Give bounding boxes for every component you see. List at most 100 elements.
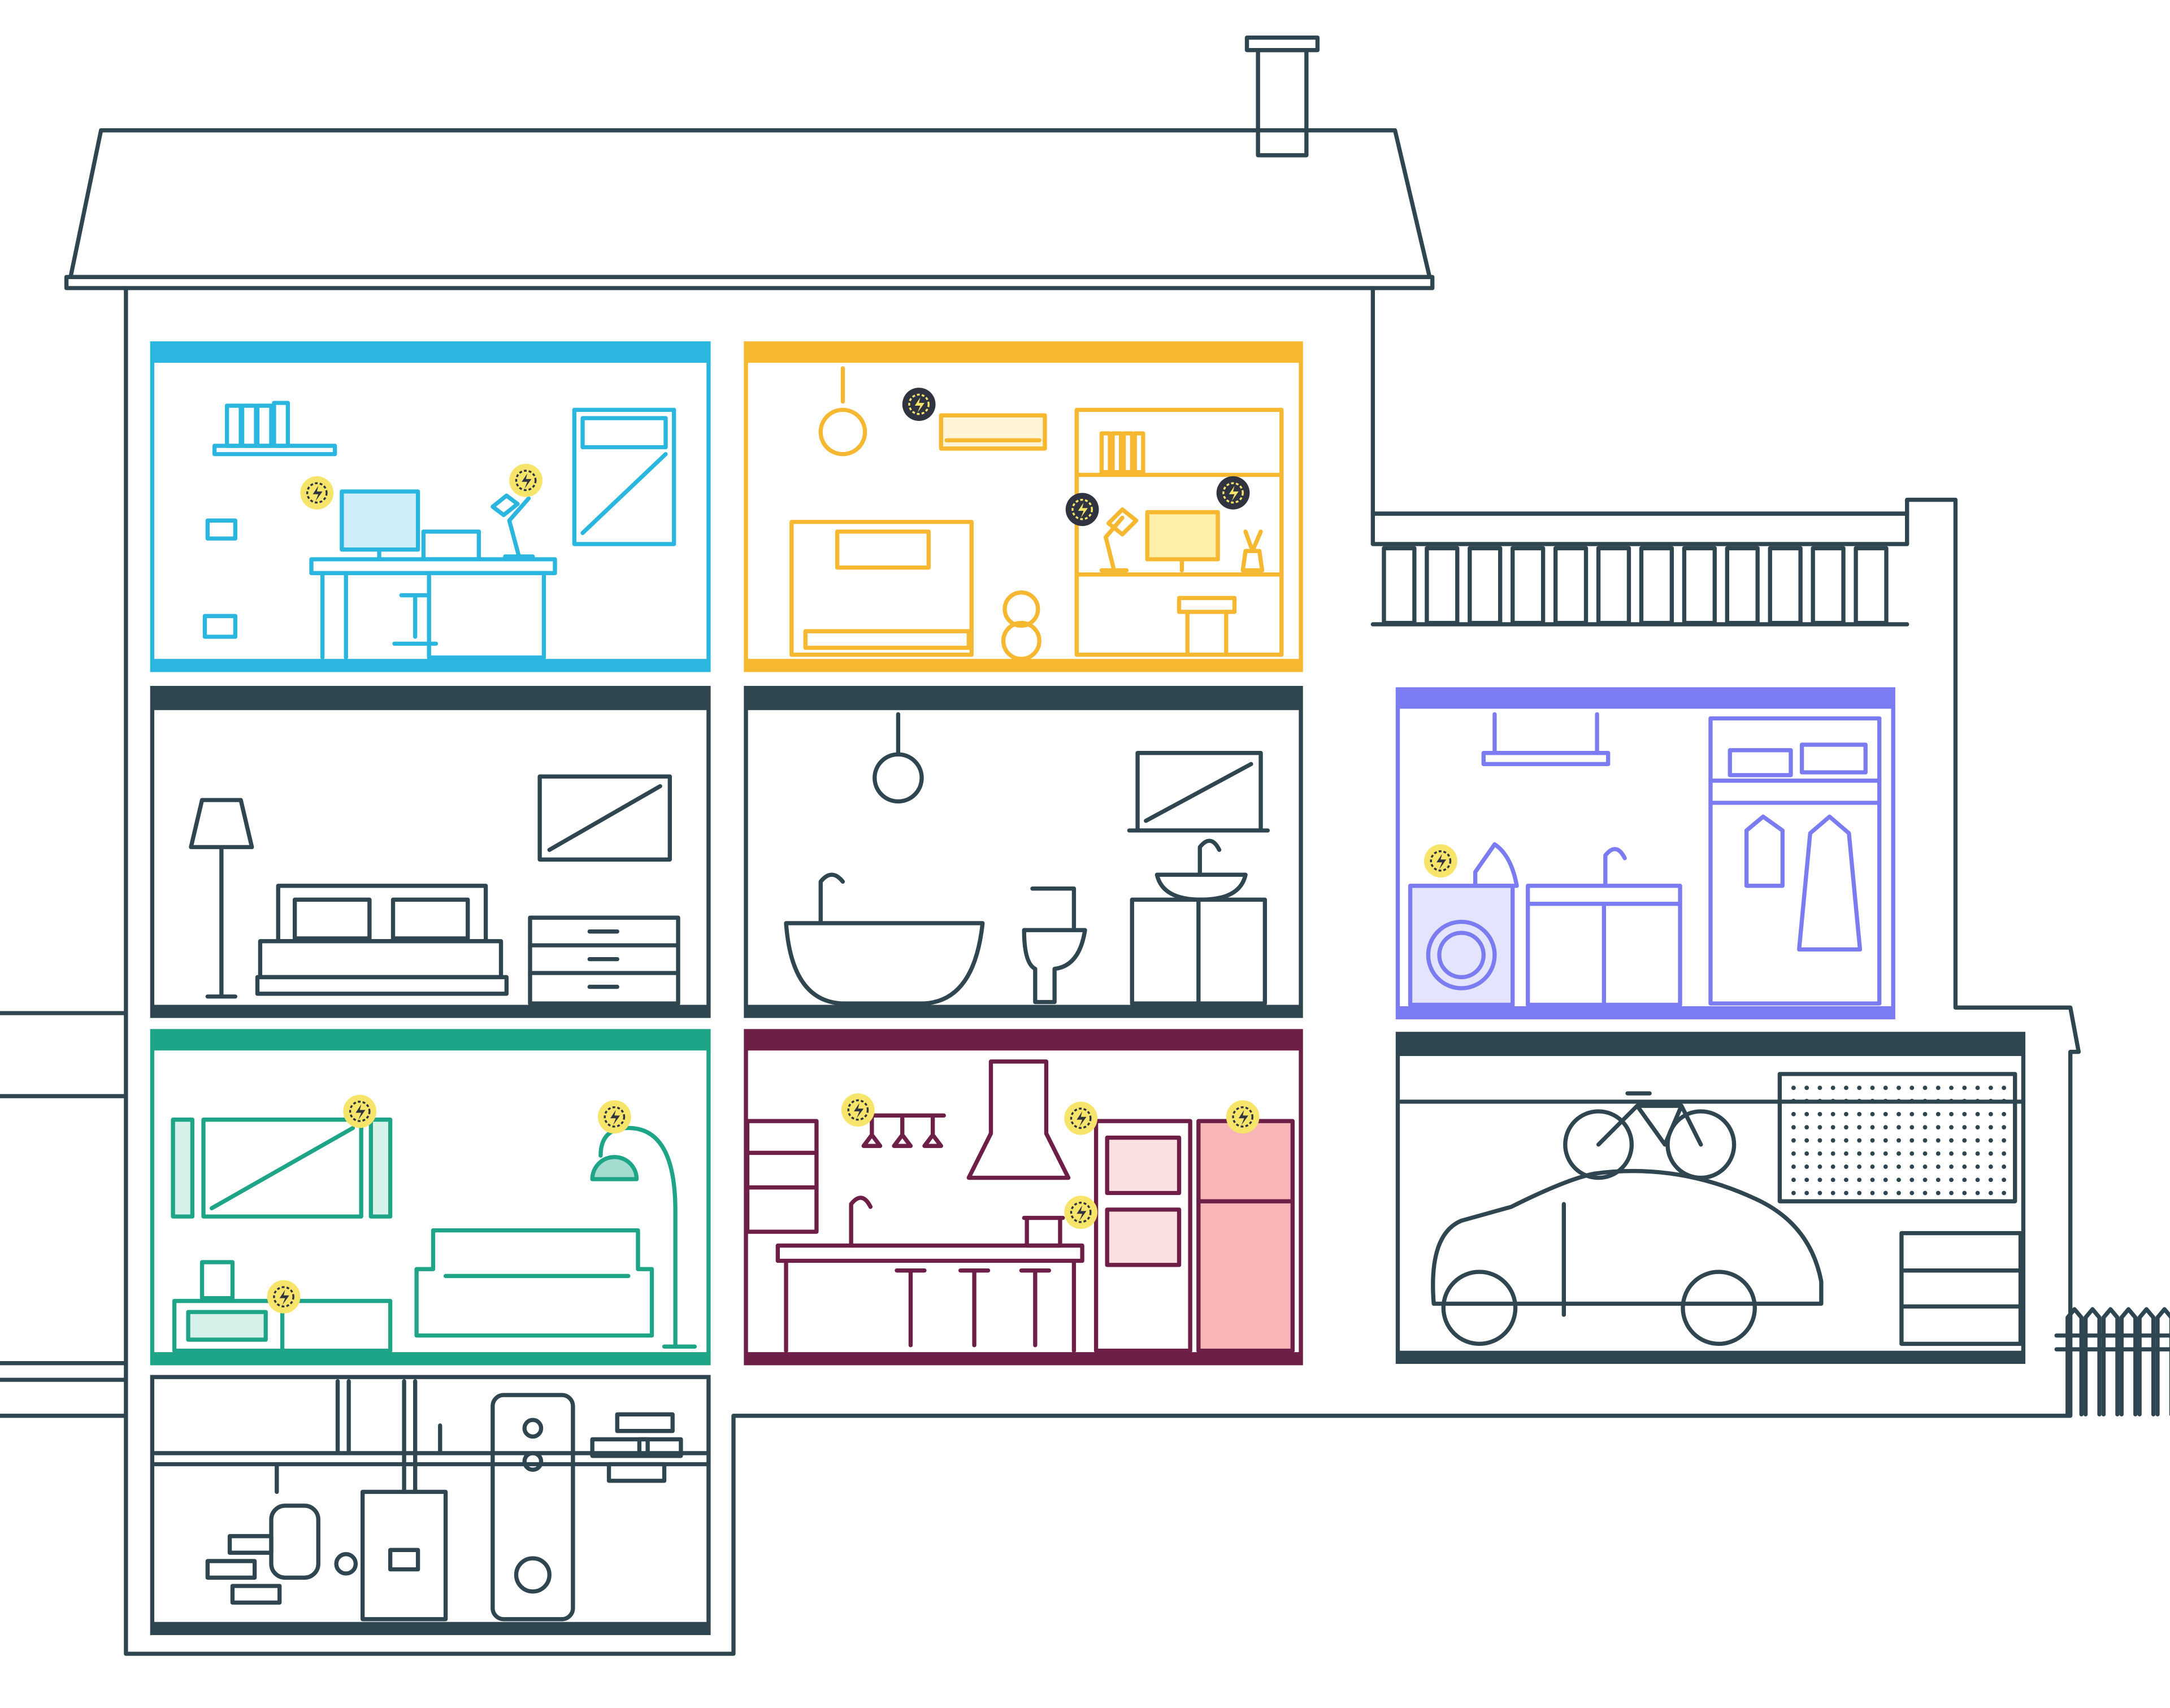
picket — [2083, 1307, 2102, 1417]
kids-bed — [789, 520, 974, 657]
peg-hole — [1922, 1177, 1928, 1183]
peg-hole — [1857, 1190, 1862, 1196]
plug-bolt-icon[interactable] — [509, 463, 542, 497]
peg-hole — [1909, 1138, 1915, 1143]
office-chair — [421, 529, 481, 562]
boiler — [360, 1489, 448, 1622]
peg-hole — [1870, 1164, 1875, 1169]
picket — [2119, 1307, 2138, 1417]
plug-bolt-icon[interactable] — [267, 1280, 301, 1314]
peg-hole — [1962, 1085, 1967, 1090]
peg-hole — [1962, 1190, 1967, 1196]
sink-bowl — [1155, 872, 1248, 902]
plug-bolt-icon[interactable] — [841, 1093, 875, 1127]
peg-hole — [1935, 1164, 1941, 1169]
peg-hole — [1830, 1190, 1835, 1196]
desk-lamp — [491, 493, 535, 559]
sofa — [414, 1228, 654, 1338]
garage — [1395, 1032, 2026, 1364]
peg-hole — [1857, 1151, 1862, 1156]
pipes — [275, 1379, 442, 1494]
peg-hole — [1975, 1151, 1980, 1156]
peg-hole — [1922, 1138, 1928, 1143]
pegboard — [1777, 1072, 2017, 1203]
oven-tower — [1093, 1119, 1192, 1353]
plug-bolt-icon[interactable] — [1064, 1196, 1098, 1229]
fence-pickets — [2065, 1307, 2170, 1417]
plug-bolt-icon[interactable] — [1226, 1100, 1260, 1134]
peg-hole — [1804, 1151, 1809, 1156]
peg-hole — [1844, 1138, 1848, 1143]
roof — [68, 128, 1432, 279]
laundry-furniture — [1408, 712, 1882, 1007]
kitchen-faucet — [849, 1196, 873, 1248]
plug-bolt-icon[interactable] — [1216, 476, 1250, 510]
bed — [258, 939, 504, 980]
peg-hole — [2002, 1125, 2007, 1130]
plug-bolt-icon[interactable] — [343, 1094, 377, 1128]
peg-hole — [1909, 1098, 1915, 1103]
peg-hole — [1844, 1177, 1848, 1183]
peg-hole — [1988, 1138, 1993, 1143]
peg-hole — [1896, 1085, 1901, 1090]
peg-hole — [1883, 1111, 1888, 1116]
plug-bolt-icon[interactable] — [1065, 493, 1099, 527]
basement-floor — [152, 1622, 709, 1633]
wall-picture — [537, 774, 672, 862]
peg-hole — [2002, 1111, 2007, 1116]
floor-socket — [202, 614, 237, 639]
garage-floor — [1398, 1350, 2024, 1362]
baluster — [1596, 546, 1631, 625]
peg-hole — [1870, 1098, 1875, 1103]
plug-bolt-icon[interactable] — [1424, 844, 1457, 878]
peg-hole — [1883, 1098, 1888, 1103]
pendant-lights — [858, 1113, 946, 1148]
plug-bolt-icon[interactable] — [902, 388, 936, 421]
peg-hole — [1791, 1085, 1796, 1090]
peg-hole — [1870, 1111, 1875, 1116]
peg-hole — [1949, 1125, 1954, 1130]
peg-hole — [1830, 1177, 1835, 1183]
peg-hole — [1804, 1111, 1809, 1116]
peg-hole — [1883, 1085, 1888, 1090]
peg-hole — [1935, 1098, 1941, 1103]
peg-hole — [1949, 1190, 1954, 1196]
peg-hole — [1975, 1125, 1980, 1130]
computer-monitor — [340, 489, 420, 552]
peg-hole — [1896, 1098, 1901, 1103]
peg-hole — [1922, 1190, 1928, 1196]
plug-bolt-icon[interactable] — [597, 1100, 631, 1134]
peg-hole — [1935, 1190, 1941, 1196]
bathroom — [744, 685, 1303, 1018]
plug-bolt-icon[interactable] — [1064, 1101, 1098, 1135]
peg-hole — [1949, 1177, 1954, 1183]
kitchen-furniture — [745, 1059, 1295, 1353]
peg-hole — [2002, 1151, 2007, 1156]
peg-hole — [1791, 1177, 1796, 1183]
peg-hole — [1804, 1125, 1809, 1130]
kitchen-floor — [746, 1352, 1301, 1363]
plug-bolt-icon[interactable] — [300, 476, 334, 510]
peg-hole — [1870, 1190, 1875, 1196]
laundry-room-header-bar — [1398, 689, 1894, 709]
peg-hole — [1804, 1177, 1809, 1183]
peg-hole — [1896, 1164, 1901, 1169]
bookcase — [1074, 407, 1284, 657]
peg-hole — [1817, 1098, 1822, 1103]
pressure-gauge — [334, 1552, 358, 1576]
peg-hole — [1909, 1177, 1915, 1183]
peg-hole — [1922, 1111, 1928, 1116]
utility-faucet — [1603, 847, 1627, 888]
expansion-tank — [269, 1503, 320, 1580]
kids-monitor — [1145, 510, 1220, 562]
peg-hole — [1844, 1164, 1848, 1169]
peg-hole — [1844, 1098, 1848, 1103]
peg-hole — [1883, 1164, 1888, 1169]
living-room-furniture — [171, 1118, 697, 1353]
peg-hole — [1817, 1125, 1822, 1130]
garage-header-bar — [1398, 1033, 2024, 1057]
baluster — [1854, 546, 1889, 625]
peg-hole — [1870, 1138, 1875, 1143]
balcony-rail — [1370, 511, 1909, 546]
